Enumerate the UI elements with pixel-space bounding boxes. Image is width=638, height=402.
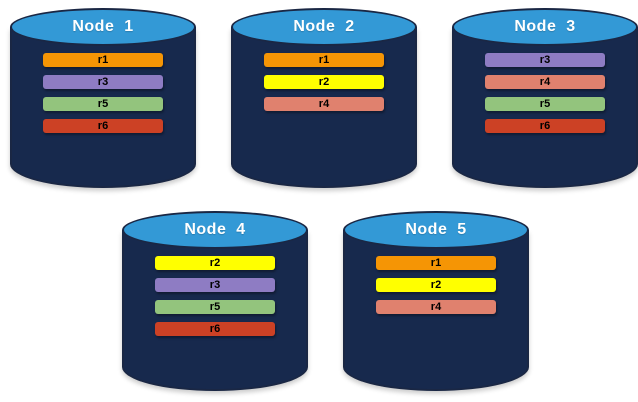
replica-list: r1 r2 r4: [343, 256, 529, 314]
cylinder-top-ellipse: [452, 8, 638, 46]
node-label: Node 4: [184, 221, 246, 238]
replica-bar[interactable]: r5: [43, 97, 163, 111]
replica-bar[interactable]: r4: [376, 300, 496, 314]
node-cylinder[interactable]: Node 3 r3 r4 r5 r6: [452, 8, 638, 188]
replica-bar[interactable]: r6: [485, 119, 605, 133]
replica-bar[interactable]: r2: [376, 278, 496, 292]
replica-bar[interactable]: r3: [43, 75, 163, 89]
replica-bar[interactable]: r2: [264, 75, 384, 89]
replica-bar[interactable]: r5: [485, 97, 605, 111]
node-label: Node 3: [514, 18, 576, 35]
node-label: Node 5: [405, 221, 467, 238]
node-cylinder[interactable]: Node 5 r1 r2 r4: [343, 211, 529, 391]
replica-bar[interactable]: r4: [485, 75, 605, 89]
node-cylinder[interactable]: Node 1 r1 r3 r5 r6: [10, 8, 196, 188]
cylinder-top-ellipse: [122, 211, 308, 249]
replica-list: r1 r3 r5 r6: [10, 53, 196, 133]
replica-bar[interactable]: r5: [155, 300, 275, 314]
replica-bar[interactable]: r4: [264, 97, 384, 111]
replica-list: r3 r4 r5 r6: [452, 53, 638, 133]
replica-bar[interactable]: r1: [264, 53, 384, 67]
replica-bar[interactable]: r3: [155, 278, 275, 292]
replica-bar[interactable]: r6: [155, 322, 275, 336]
cylinder-top-ellipse: [10, 8, 196, 46]
replica-list: r1 r2 r4: [231, 53, 417, 111]
replica-bar[interactable]: r3: [485, 53, 605, 67]
node-cylinder[interactable]: Node 2 r1 r2 r4: [231, 8, 417, 188]
node-cylinder[interactable]: Node 4 r2 r3 r5 r6: [122, 211, 308, 391]
node-label: Node 2: [293, 18, 355, 35]
cylinder-top-ellipse: [343, 211, 529, 249]
replica-bar[interactable]: r6: [43, 119, 163, 133]
replica-list: r2 r3 r5 r6: [122, 256, 308, 336]
node-label: Node 1: [72, 18, 134, 35]
replica-bar[interactable]: r1: [376, 256, 496, 270]
cylinder-top-ellipse: [231, 8, 417, 46]
replica-bar[interactable]: r1: [43, 53, 163, 67]
replica-bar[interactable]: r2: [155, 256, 275, 270]
